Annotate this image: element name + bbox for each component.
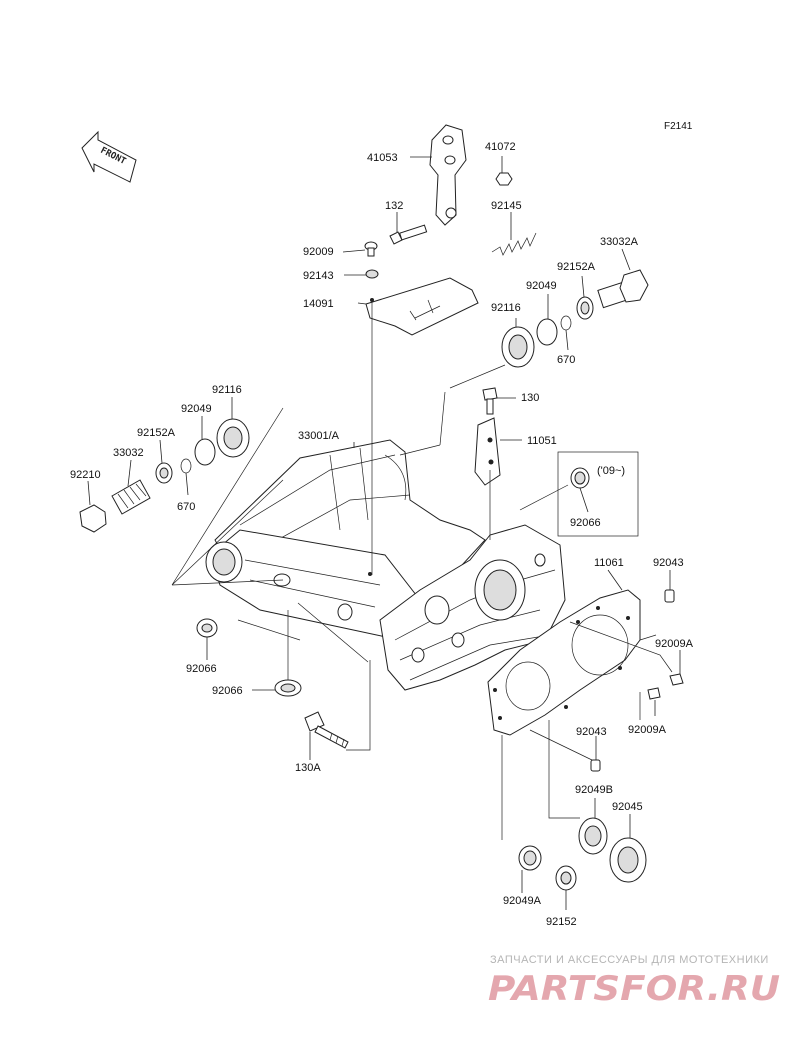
bolt-130 [482,387,498,415]
callout-670-left: 670 [177,501,195,513]
seal-92066-top [570,467,590,489]
callout-92049B: 92049B [575,784,613,796]
watermark-brand: PARTSFOR.RU [488,969,780,1009]
callout-92009A-1: 92009A [655,638,694,650]
plate-14091 [365,277,479,336]
callout-92009: 92009 [303,246,334,258]
callout-33032: 33032 [113,447,144,459]
bearing-92116-left [216,418,250,458]
leader-lines [87,156,681,910]
collar-92152 [555,865,577,891]
pivot-shaft-33032 [111,479,151,515]
callout-92009A-2: 92009A [628,724,667,736]
callout-92152A-right: 92152A [557,261,596,273]
callout-11051: 11051 [527,435,557,447]
callout-33001A: 33001/A [298,430,340,442]
nut-41072 [495,172,513,186]
callout-92152A-left: 92152A [137,427,176,439]
callout-92049-left: 92049 [181,403,212,415]
callout-92143: 92143 [303,270,334,282]
callout-92210: 92210 [70,469,101,481]
callout-132: 132 [385,200,403,212]
callout-41072: 41072 [485,141,516,153]
collar-92152A-left [155,462,173,484]
callout-33032A: 33032A [600,236,639,248]
watermark-tagline: ЗАПЧАСТИ И АКСЕССУАРЫ ДЛЯ МОТОТЕХНИКИ [490,954,769,966]
watermark: ЗАПЧАСТИ И АКСЕССУАРЫ ДЛЯ МОТОТЕХНИКИ PA… [488,954,780,1009]
bearing-92116-right [501,326,535,368]
seal-92049A [518,845,542,871]
callout-92116-left: 92116 [212,384,242,396]
washer-92143 [365,269,379,279]
figure-code: F2141 [664,121,693,132]
screw-92009A-2 [647,687,661,700]
dowel-92043-bottom [590,759,601,772]
seal-92066-bottom [274,679,302,697]
callout-92043-top: 92043 [653,557,684,569]
bracket-11051 [474,417,501,486]
bracket-41053 [429,124,467,226]
callout-92045: 92045 [612,801,643,813]
collar-92152A-right [576,296,594,320]
callout-92066-left: 92066 [186,663,217,675]
callout-92066-top: 92066 [570,517,601,529]
callout-92043-bottom: 92043 [576,726,607,738]
callout-130A: 130A [295,762,321,774]
ring-670-right [560,315,572,331]
assembly-guide-left [171,407,284,586]
callout-14091: 14091 [303,298,334,310]
callout-92049A: 92049A [503,895,542,907]
screw-92009 [364,241,378,257]
ring-670-left [180,458,192,474]
bolt-132 [389,224,428,245]
assembly-guide-lower [237,602,369,663]
callout-92116-right: 92116 [491,302,521,314]
spring-92145 [491,232,537,256]
callout-41053: 41053 [367,152,398,164]
swingarm-housing [205,439,566,691]
callout-670-right: 670 [557,354,575,366]
callout-92066-bottom: 92066 [212,685,243,697]
pivot-shaft-33032A [597,269,649,309]
year-note: ('09~) [597,465,625,477]
seal-92049B [578,817,608,855]
callout-11061: 11061 [594,557,624,569]
bearing-92045 [609,837,647,883]
bolt-130A [304,711,349,749]
nut-92210 [79,504,107,533]
callout-130: 130 [521,392,539,404]
year-note-box [557,451,639,537]
dowel-92043-top [664,589,675,603]
callout-92152: 92152 [546,916,577,928]
seal-92049-left [194,438,216,466]
front-arrow-icon: FRONT [81,130,137,183]
callout-92049-right: 92049 [526,280,557,292]
callout-92145: 92145 [491,200,522,212]
seal-92066-left [196,618,218,638]
screw-92009A-1 [669,673,684,686]
seal-92049-right [536,318,558,346]
